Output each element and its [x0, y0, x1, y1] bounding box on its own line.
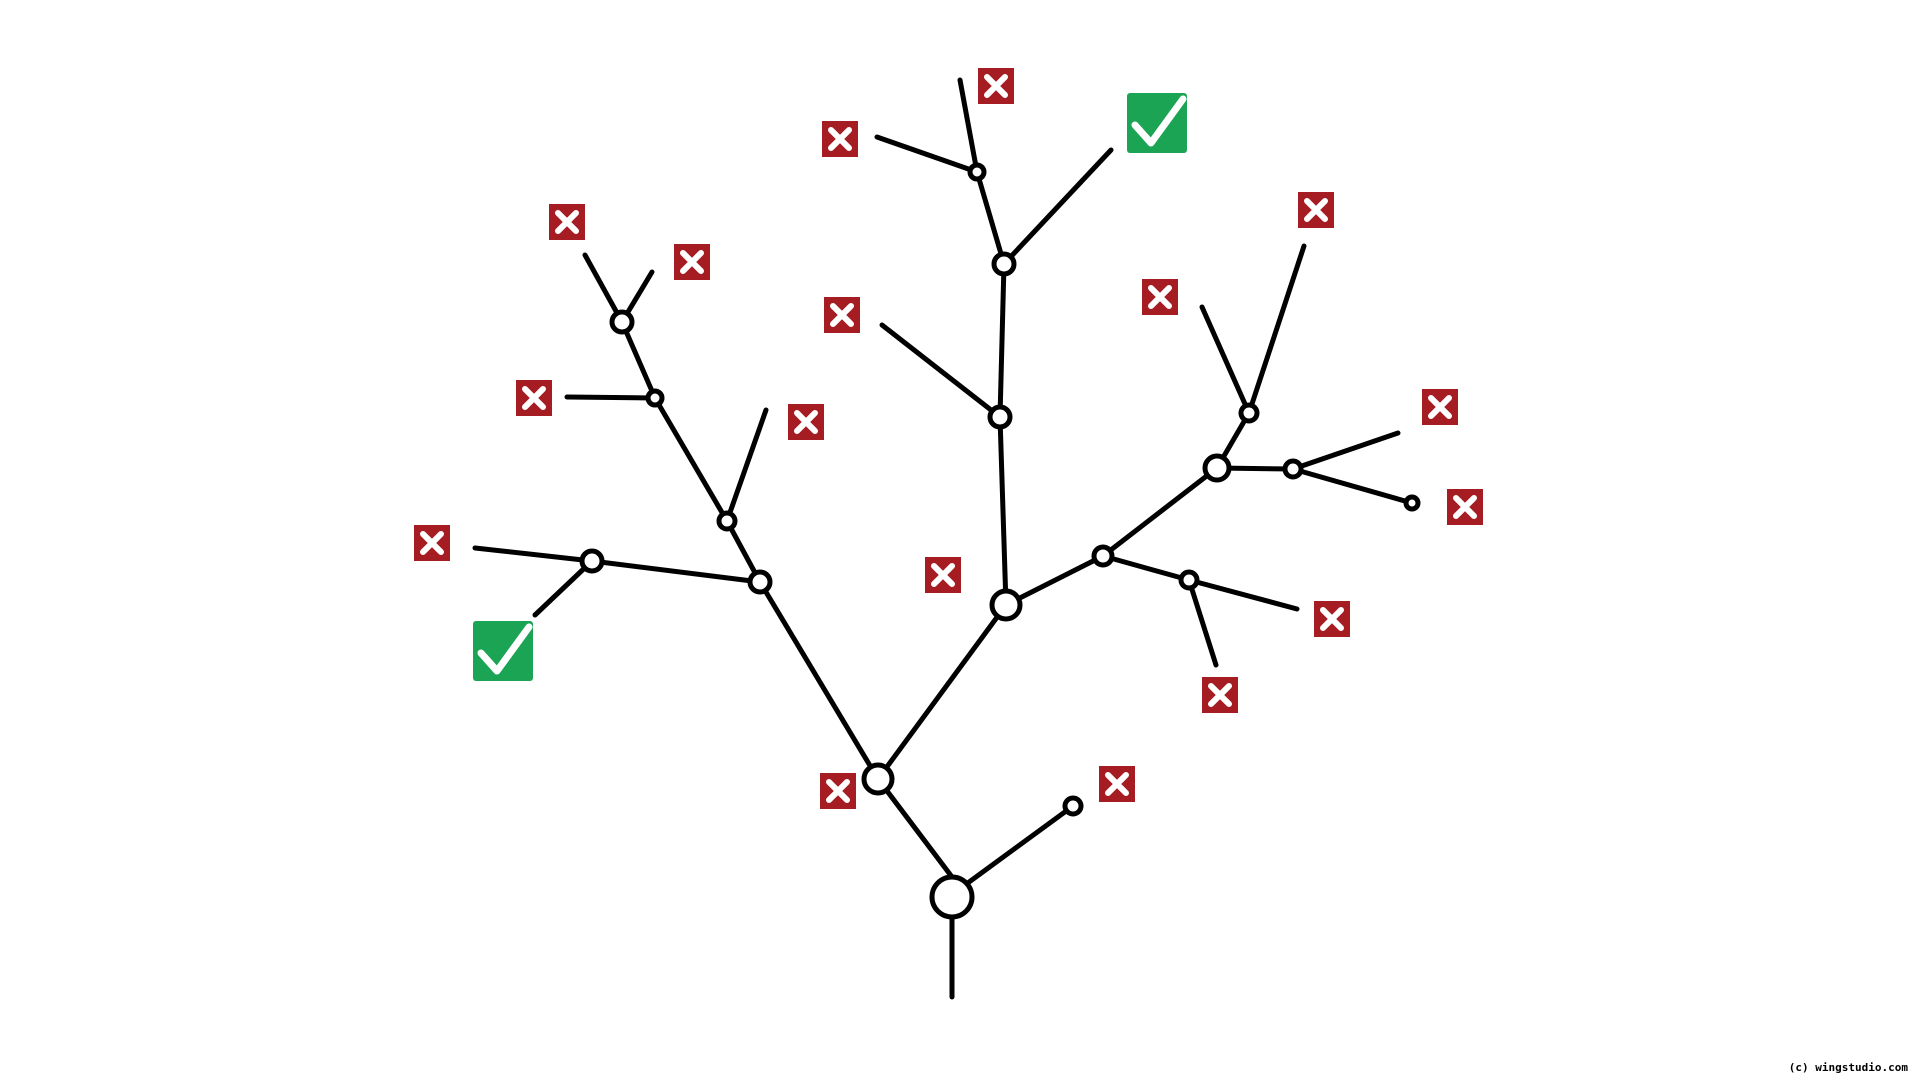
- fail-x-icon: [1099, 766, 1135, 802]
- branch-line: [1199, 304, 1252, 416]
- decision-node: [579, 548, 605, 574]
- decision-node: [1062, 795, 1084, 817]
- branch-line: [997, 261, 1007, 420]
- tree-nodes: [579, 162, 1421, 920]
- branch-line: [962, 803, 1076, 888]
- decision-node: [987, 404, 1013, 430]
- branch-line: [472, 545, 595, 564]
- decision-node: [609, 309, 635, 335]
- decision-node: [1403, 494, 1421, 512]
- branch-line: [1003, 553, 1106, 608]
- branch-line: [957, 77, 980, 175]
- branch-line: [532, 558, 595, 618]
- branch-line: [875, 602, 1009, 782]
- copyright-credit: (c) wingstudio.com: [1788, 1061, 1908, 1074]
- branch-line: [652, 395, 730, 524]
- branch-line: [757, 579, 881, 782]
- fail-x-icon: [925, 557, 961, 593]
- fail-x-icon: [414, 525, 450, 561]
- branch-line: [1186, 577, 1219, 668]
- branch-line: [1100, 465, 1220, 559]
- branch-line: [997, 414, 1009, 608]
- branch-line: [974, 169, 1007, 267]
- branch-line: [1186, 577, 1300, 612]
- fail-x-icon: [1202, 677, 1238, 713]
- fail-x-icon: [516, 380, 552, 416]
- outcome-markers: [414, 68, 1483, 809]
- decision-node: [645, 388, 665, 408]
- decision-node: [967, 162, 987, 182]
- decision-node: [929, 874, 975, 920]
- branch-line: [1100, 553, 1192, 583]
- branch-line: [1001, 147, 1114, 267]
- decision-node: [991, 251, 1017, 277]
- decision-node: [861, 762, 895, 796]
- branch-line: [619, 319, 658, 401]
- fail-x-icon: [978, 68, 1014, 104]
- fail-x-icon: [820, 773, 856, 809]
- fail-x-icon: [1298, 192, 1334, 228]
- success-check-icon: [473, 621, 533, 681]
- branch-line: [879, 322, 1003, 420]
- decision-node: [1091, 544, 1115, 568]
- decision-node: [1282, 458, 1304, 480]
- fail-x-icon: [1314, 601, 1350, 637]
- branch-line: [589, 558, 763, 585]
- decision-node: [747, 569, 773, 595]
- branch-line: [1246, 243, 1307, 416]
- decision-node: [716, 510, 738, 532]
- branch-line: [875, 776, 955, 880]
- decision-node: [989, 588, 1023, 622]
- branch-line: [582, 252, 625, 325]
- branch-line: [1290, 430, 1401, 472]
- decision-node: [1238, 402, 1260, 424]
- branch-line: [724, 407, 769, 524]
- fail-x-icon: [824, 297, 860, 333]
- fail-x-icon: [1422, 389, 1458, 425]
- tree-branches: [472, 77, 1415, 1000]
- fail-x-icon: [1142, 279, 1178, 315]
- fail-x-icon: [788, 404, 824, 440]
- decision-node: [1178, 569, 1200, 591]
- branch-line: [1290, 466, 1415, 506]
- decision-node: [1202, 453, 1232, 483]
- success-check-icon: [1127, 93, 1187, 153]
- branch-line: [874, 134, 980, 175]
- fail-x-icon: [1447, 489, 1483, 525]
- fail-x-icon: [674, 244, 710, 280]
- branch-line: [564, 394, 658, 401]
- fail-x-icon: [822, 121, 858, 157]
- fail-x-icon: [549, 204, 585, 240]
